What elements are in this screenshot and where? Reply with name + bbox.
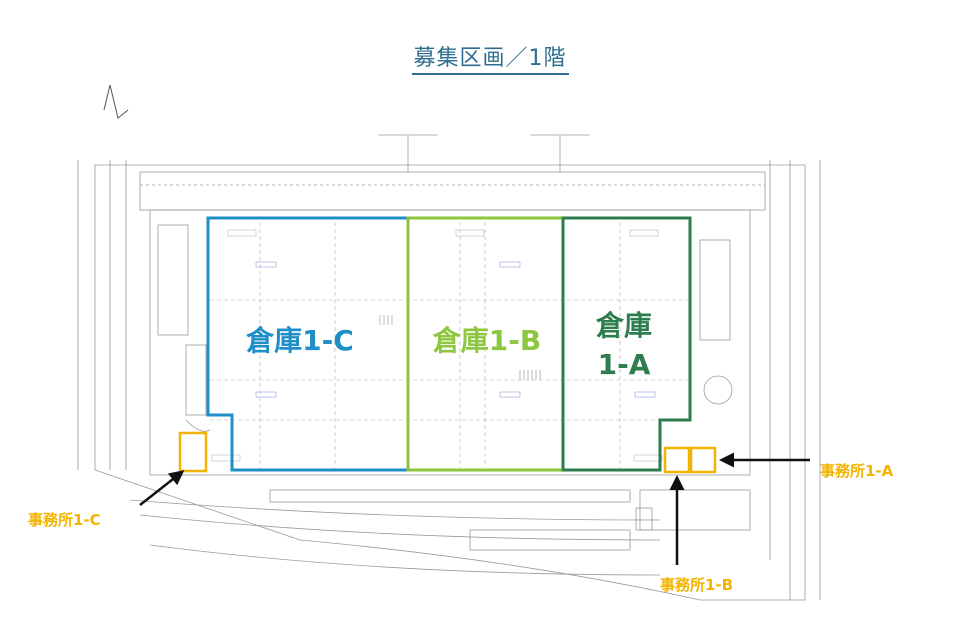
zone-label-1a-line1: 倉庫: [595, 309, 652, 342]
office-1c-box: [178, 431, 208, 473]
page-title-text: 募集区画／1階: [411, 46, 569, 75]
room-annotations: [211, 229, 663, 462]
office-1a-box: [689, 446, 717, 474]
warehouse-grid: [210, 222, 690, 468]
office-1b-box: [663, 446, 691, 474]
zone-label-1b: 倉庫1-B: [432, 324, 541, 357]
zone-label-1a-line2: 1-A: [598, 348, 651, 381]
central-stair: [379, 315, 541, 380]
office-label-1c: 事務所1-C: [28, 511, 101, 529]
zone-label-1c: 倉庫1-C: [245, 324, 354, 357]
office-label-1a: 事務所1-A: [820, 462, 894, 480]
arrow-office-1c: [139, 470, 185, 506]
warehouse-1a-outline: [561, 216, 692, 472]
office-label-1b: 事務所1-B: [660, 576, 733, 594]
north-arrow-icon: [103, 84, 129, 119]
site-drawing: [77, 134, 821, 601]
page-title: 募集区画／1階: [0, 40, 980, 75]
